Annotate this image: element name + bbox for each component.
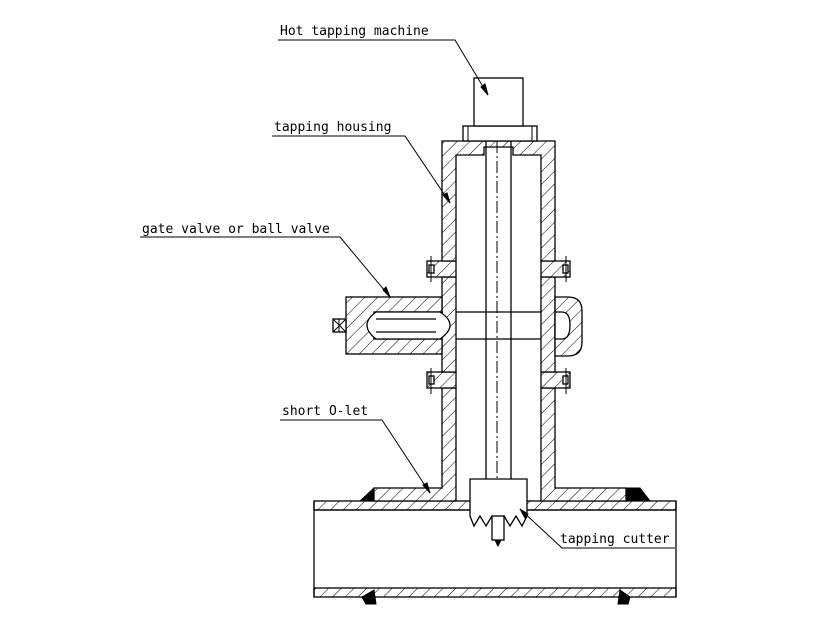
tapping-cutter bbox=[469, 478, 528, 548]
leader-lines bbox=[140, 39, 675, 549]
label-tapping-cutter: tapping cutter bbox=[560, 532, 670, 547]
boring-bar-shaft bbox=[485, 141, 512, 545]
label-gate-valve: gate valve or ball valve bbox=[142, 222, 330, 237]
label-hot-tapping-machine: Hot tapping machine bbox=[280, 24, 429, 39]
hot-tapping-machine bbox=[473, 77, 524, 127]
upper-flange bbox=[426, 256, 571, 282]
label-short-o-let: short O-let bbox=[282, 404, 368, 419]
label-tapping-housing: tapping housing bbox=[274, 120, 391, 135]
tapping-housing bbox=[441, 125, 556, 262]
gate-valve bbox=[332, 276, 583, 373]
lower-flange bbox=[426, 368, 571, 394]
